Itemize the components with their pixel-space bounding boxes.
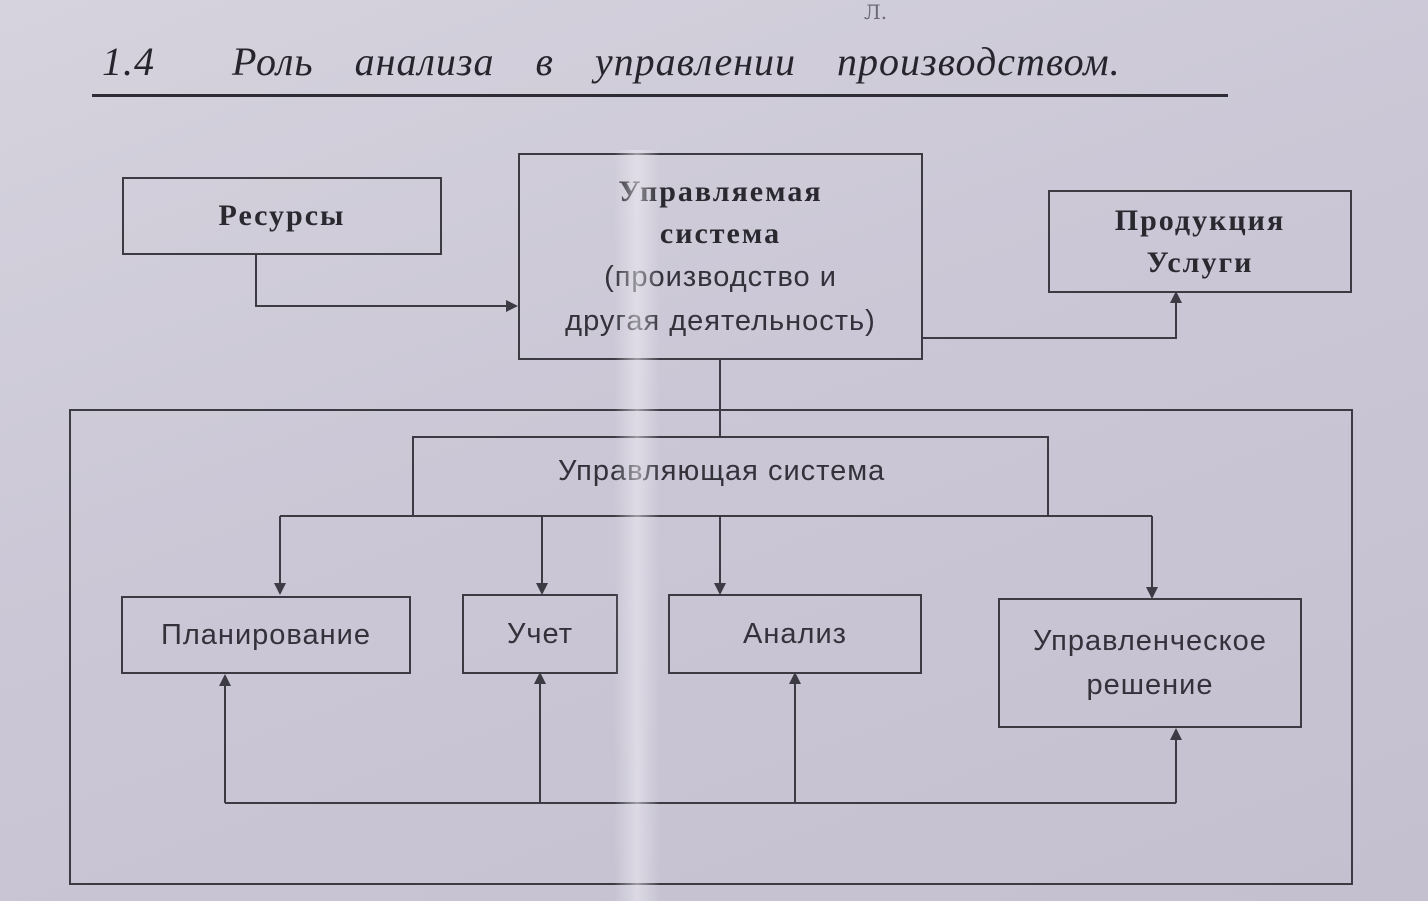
resources-box: Ресурсы [122,177,442,255]
analysis-box: Анализ [668,594,922,674]
decision-label-1: Управленческое [1033,625,1267,657]
decision-text: Управленческое решение [1033,619,1267,707]
planning-box: Планирование [121,596,411,674]
resources-to-managed-arrow [255,255,518,312]
control-system-label: Управляющая система [558,455,886,487]
accounting-label: Учет [507,618,573,650]
managed-system-title-2: система [659,216,782,250]
control-system-frame [69,409,1353,885]
page-mark: Л. [864,0,888,24]
managed-system-sub-2: другая деятельность) [565,304,876,337]
products-text: Продукция Услуги [1115,200,1285,284]
products-label-1: Продукция [1114,203,1286,237]
decision-label-2: решение [1086,669,1214,701]
resources-label: Ресурсы [218,199,346,232]
managed-to-products-arrow [922,291,1182,339]
decision-box: Управленческое решение [998,598,1302,728]
managed-system-text: Управляемая система (производство и друг… [565,171,876,343]
heading-underline [92,94,1228,97]
section-number: 1.4 [102,39,155,84]
managed-system-sub-1: (производство и [604,260,837,293]
control-system-bracket [412,436,1049,516]
analysis-label: Анализ [743,618,847,650]
managed-system-title-1: Управляемая [618,174,823,208]
products-box: Продукция Услуги [1048,190,1352,293]
products-label-2: Услуги [1146,245,1254,279]
planning-label: Планирование [161,619,371,651]
managed-system-box: Управляемая система (производство и друг… [518,153,923,360]
section-heading: 1.4 Роль анализа в управлении производст… [92,38,1232,100]
section-title: Роль анализа в управлении производством. [232,39,1121,84]
accounting-box: Учет [462,594,618,674]
